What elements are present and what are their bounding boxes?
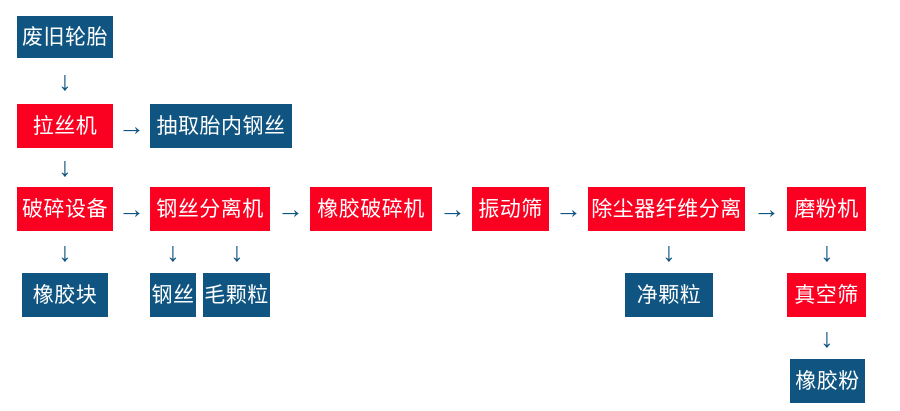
- node-n13-material: 净颗粒: [625, 273, 713, 317]
- arrow-down-n1-to-n2: ↓: [58, 65, 72, 96]
- arrow-down-n14-to-n15: ↓: [820, 322, 834, 353]
- node-n12-material: 毛颗粒: [203, 273, 270, 317]
- node-n1-material: 废旧轮胎: [17, 16, 113, 58]
- arrow-right-n4-to-n5: →: [118, 193, 145, 224]
- arrow-down-n2-to-n4: ↓: [58, 151, 72, 182]
- node-n11-material: 钢丝: [150, 273, 196, 317]
- arrow-right-n6-to-n7: →: [439, 193, 466, 224]
- node-n3-material: 抽取胎内钢丝: [150, 104, 292, 148]
- arrow-right-n2-to-n3: →: [118, 110, 145, 141]
- node-n5-equipment: 钢丝分离机: [150, 187, 270, 231]
- node-n10-material: 橡胶块: [22, 273, 108, 317]
- node-n14-equipment: 真空筛: [787, 273, 866, 317]
- node-n4-equipment: 破碎设备: [17, 187, 113, 231]
- arrow-down-n9-to-n14: ↓: [820, 236, 834, 267]
- node-n7-equipment: 振动筛: [472, 187, 549, 231]
- node-n9-equipment: 磨粉机: [787, 187, 866, 231]
- node-n2-equipment: 拉丝机: [17, 104, 113, 148]
- arrow-right-n7-to-n8: →: [555, 193, 582, 224]
- arrow-right-n8-to-n9: →: [753, 193, 780, 224]
- node-n15-material: 橡胶粉: [790, 359, 865, 403]
- arrow-right-n5-to-n6: →: [277, 193, 304, 224]
- node-n8-equipment: 除尘器纤维分离: [588, 187, 745, 231]
- arrow-down-n8-to-n13: ↓: [662, 236, 676, 267]
- arrow-down-n5-to-n11: ↓: [166, 236, 180, 267]
- node-n6-equipment: 橡胶破碎机: [310, 187, 432, 231]
- arrow-down-n4-to-n10: ↓: [58, 236, 72, 267]
- arrow-down-n5-to-n12: ↓: [230, 236, 244, 267]
